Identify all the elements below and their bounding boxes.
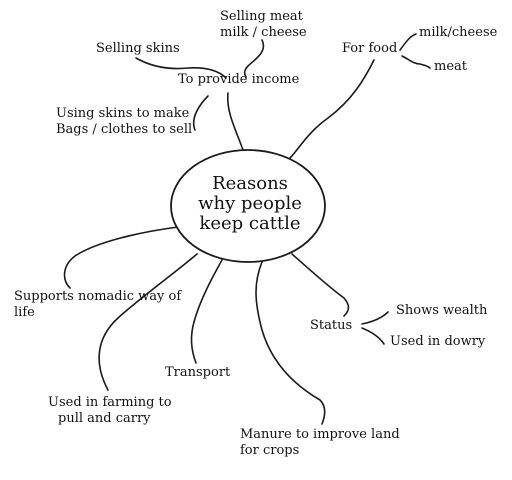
- connector-hub-to-transport: [190, 259, 223, 364]
- connector-status-dowry: [361, 327, 385, 345]
- connector-selling-meat: [243, 39, 265, 78]
- connector-hub-to-nomadic: [63, 226, 179, 289]
- selling-meat-line-2: milk / cheese: [220, 25, 307, 40]
- income-label: To provide income: [178, 72, 300, 87]
- connector-hub-to-manure: [255, 261, 326, 425]
- status-label: Status: [310, 318, 352, 333]
- transport-label: Transport: [165, 365, 231, 380]
- nomadic-line-2: life: [14, 305, 35, 320]
- connectors: [63, 33, 431, 425]
- manure-line-1: Manure to improve land: [240, 427, 400, 442]
- central-hub: [170, 149, 326, 263]
- nomadic-line-1: Supports nomadic way of: [14, 289, 182, 304]
- connector-hub-to-income: [226, 92, 244, 151]
- food-meat: meat: [434, 59, 468, 74]
- hub-line-3: keep cattle: [199, 213, 300, 234]
- connector-using-skins: [192, 95, 209, 131]
- hub-line-2: why people: [198, 193, 302, 214]
- connector-status-wealth: [361, 311, 389, 325]
- connector-hub-to-status: [291, 253, 350, 317]
- connector-food-meat: [401, 55, 431, 69]
- food-milk-cheese: milk/cheese: [419, 25, 498, 40]
- using-skins-line-2: Bags / clothes to sell: [56, 122, 192, 137]
- selling-meat-line-1: Selling meat: [220, 9, 304, 24]
- status-used-in-dowry: Used in dowry: [390, 334, 486, 349]
- selling-skins-label: Selling skins: [96, 41, 180, 56]
- status-shows-wealth: Shows wealth: [396, 303, 488, 318]
- connector-selling-skins: [135, 57, 227, 79]
- hub-line-1: Reasons: [212, 173, 288, 194]
- connector-hub-to-farming: [98, 253, 198, 391]
- food-label: For food: [342, 41, 397, 56]
- farming-line-1: Used in farming to: [48, 395, 172, 410]
- using-skins-line-1: Using skins to make: [56, 106, 190, 121]
- farming-line-2: pull and carry: [58, 411, 151, 426]
- connector-hub-to-food: [289, 59, 375, 159]
- connector-food-milk: [399, 33, 417, 51]
- manure-line-2: for crops: [240, 443, 299, 458]
